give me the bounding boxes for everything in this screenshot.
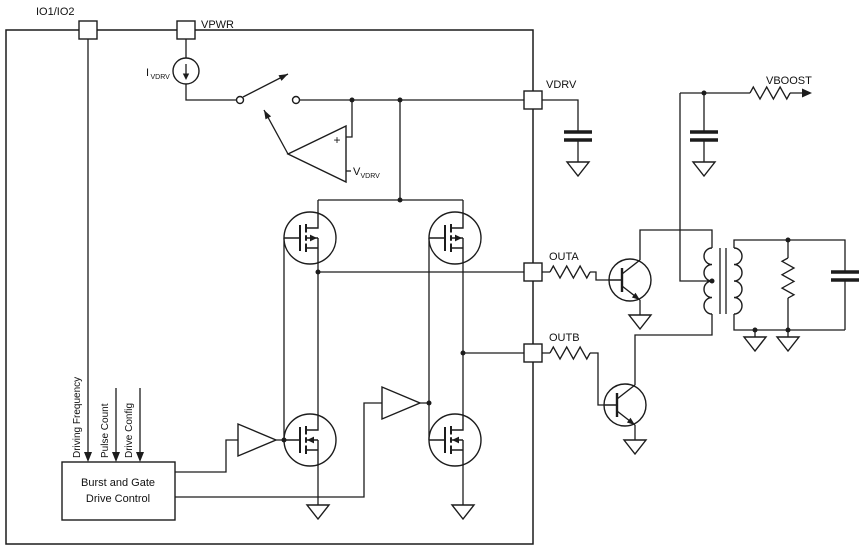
bjt-outa bbox=[607, 257, 653, 303]
ground-icon bbox=[566, 161, 590, 177]
mosfet-highside-right bbox=[428, 211, 482, 265]
pin-label-vpwr: VPWR bbox=[201, 19, 234, 31]
pin-io1-io2 bbox=[78, 20, 98, 40]
current-arrow-icon bbox=[182, 73, 190, 80]
wire-cs-to-switch bbox=[185, 84, 237, 101]
wire-secondary-top bbox=[733, 239, 846, 272]
resistor-secondary bbox=[780, 257, 796, 299]
control-input-label-drive-config: Drive Config bbox=[124, 403, 135, 458]
wire-buffer1-input bbox=[175, 439, 238, 473]
wire-center-tap bbox=[679, 93, 712, 282]
ground-icon bbox=[306, 504, 330, 520]
current-source-label-sub: VDRV bbox=[151, 74, 171, 81]
wire-outa-external bbox=[542, 271, 609, 281]
transformer-secondary-winding bbox=[733, 247, 743, 315]
voltage-ref-label-sub: VDRV bbox=[361, 173, 381, 180]
resistors bbox=[549, 85, 796, 361]
pin-vdrv bbox=[523, 90, 543, 110]
control-input-label-driving-frequency: Driving Frequency bbox=[72, 377, 83, 458]
pin-label-vdrv: VDRV bbox=[546, 79, 577, 91]
comparator: + bbox=[263, 109, 347, 184]
ground-icon bbox=[776, 336, 800, 352]
capacitor-secondary-icon bbox=[829, 270, 861, 282]
wire-buffer2-input bbox=[175, 402, 382, 498]
voltage-ref-label: V bbox=[353, 166, 361, 178]
pin-outa bbox=[523, 262, 543, 282]
wire-comparator-tap bbox=[346, 100, 353, 138]
pin-vpwr bbox=[176, 20, 196, 40]
transformer bbox=[703, 247, 743, 315]
ground-icon bbox=[623, 439, 647, 455]
buffer-right-icon bbox=[381, 386, 421, 420]
mosfet-lowside-left bbox=[283, 413, 337, 467]
wire-gate-net-right bbox=[420, 238, 430, 440]
wire-gate-net-left bbox=[276, 238, 285, 441]
resistor-vboost bbox=[749, 85, 791, 101]
bjt-outb bbox=[602, 382, 648, 428]
pin-outb bbox=[523, 343, 543, 363]
input-arrow-icon bbox=[136, 452, 144, 462]
current-source-label: I bbox=[146, 67, 149, 79]
ground-icon bbox=[743, 336, 767, 352]
input-arrow-icon bbox=[112, 452, 120, 462]
chip-boundary bbox=[5, 29, 534, 545]
wire-bjt2-collector bbox=[634, 314, 713, 385]
resistor-outb bbox=[549, 345, 591, 361]
wire-secondary-bottom bbox=[733, 280, 846, 331]
pin-label-io1-io2: IO1/IO2 bbox=[36, 6, 75, 18]
ground-icon bbox=[451, 504, 475, 520]
vboost-arrow-icon bbox=[802, 88, 812, 98]
burst-gate-drive-control-block: Burst and Gate Drive Control bbox=[61, 452, 176, 521]
comparator-plus-label: + bbox=[333, 133, 340, 147]
mosfet-lowside-right bbox=[428, 413, 482, 467]
switch-arrow-icon bbox=[278, 74, 288, 81]
capacitor-vboost-icon bbox=[688, 130, 720, 142]
control-block-title-line1: Burst and Gate bbox=[81, 477, 155, 489]
capacitor-vdrv-icon bbox=[562, 130, 594, 142]
transformer-core bbox=[719, 248, 727, 314]
pin-label-outa: OUTA bbox=[549, 251, 579, 263]
wire-ground-stubs bbox=[754, 330, 789, 337]
input-arrow-icon bbox=[84, 452, 92, 462]
current-source bbox=[172, 57, 200, 85]
wire-halfbridge-rail bbox=[317, 199, 464, 212]
wire-vdrv-external bbox=[542, 99, 579, 162]
mosfet-highside-left bbox=[283, 211, 337, 265]
wire-bjt1-collector bbox=[639, 229, 713, 260]
buffer-left-icon bbox=[237, 423, 277, 457]
ground-icon bbox=[692, 161, 716, 177]
control-block-title-line2: Drive Control bbox=[86, 493, 150, 505]
resistor-outa bbox=[549, 264, 591, 280]
net-label-vboost: VBOOST bbox=[766, 75, 812, 87]
wire-outb-external bbox=[542, 352, 604, 406]
control-input-label-pulse-count: Pulse Count bbox=[100, 403, 111, 458]
pin-label-outb: OUTB bbox=[549, 332, 580, 344]
switch bbox=[235, 73, 301, 105]
ground-icon bbox=[628, 314, 652, 330]
comparator-control-arrow-icon bbox=[264, 110, 272, 120]
